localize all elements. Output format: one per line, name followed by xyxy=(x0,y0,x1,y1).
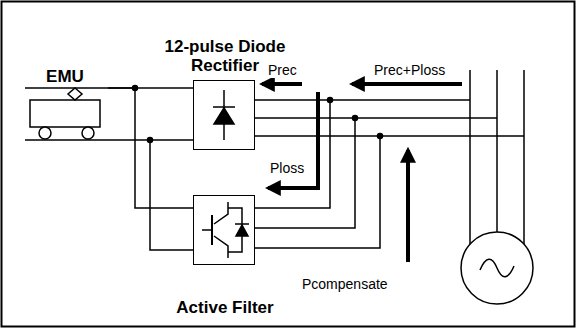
phase-wire xyxy=(469,70,471,250)
phase-wire xyxy=(255,117,497,119)
train-wheel xyxy=(39,127,51,139)
catenary-wire xyxy=(25,87,108,89)
train-node: EMU xyxy=(22,88,108,140)
node-heading: EMU xyxy=(35,67,95,86)
return-wire xyxy=(150,140,193,250)
igbt-symbol xyxy=(202,229,212,231)
igbt-diode-symbol xyxy=(235,223,249,225)
power-label: Pcompensate xyxy=(300,276,390,292)
diode-symbol xyxy=(213,106,235,108)
junction-dot xyxy=(353,116,358,121)
phase-wire xyxy=(496,70,498,232)
power-flow-arrow xyxy=(268,92,318,188)
filter-box: Active Filter xyxy=(193,195,255,265)
junction-dot xyxy=(148,138,153,143)
phase-wire xyxy=(523,70,525,250)
power-label: Ploss xyxy=(268,160,306,176)
ac-source-symbol xyxy=(480,259,514,277)
power-flow-arrow xyxy=(406,150,410,262)
power-label: Prec+Ploss xyxy=(372,62,447,78)
diode-symbol xyxy=(214,108,234,124)
ac-source-symbol xyxy=(461,232,533,304)
power-label: Prec xyxy=(266,62,299,78)
rail-line xyxy=(25,139,193,141)
wire-connector xyxy=(108,88,193,208)
igbt-symbol xyxy=(214,236,228,258)
igbt-diode-symbol xyxy=(236,225,248,236)
igbt-symbol xyxy=(214,202,228,224)
junction-dot xyxy=(328,98,333,103)
filter-wire xyxy=(255,118,355,228)
power-flow-arrow xyxy=(352,82,462,86)
power-flow-arrow xyxy=(262,82,302,86)
phase-wire xyxy=(255,99,470,101)
rectifier-box: 12-pulse Diode Rectifier xyxy=(193,80,255,150)
pantograph-symbol xyxy=(68,88,82,100)
junction-dot xyxy=(378,134,383,139)
train-body xyxy=(30,100,100,127)
phase-wire xyxy=(255,135,524,137)
node-heading: Active Filter xyxy=(160,298,290,317)
train-wheel xyxy=(82,127,94,139)
